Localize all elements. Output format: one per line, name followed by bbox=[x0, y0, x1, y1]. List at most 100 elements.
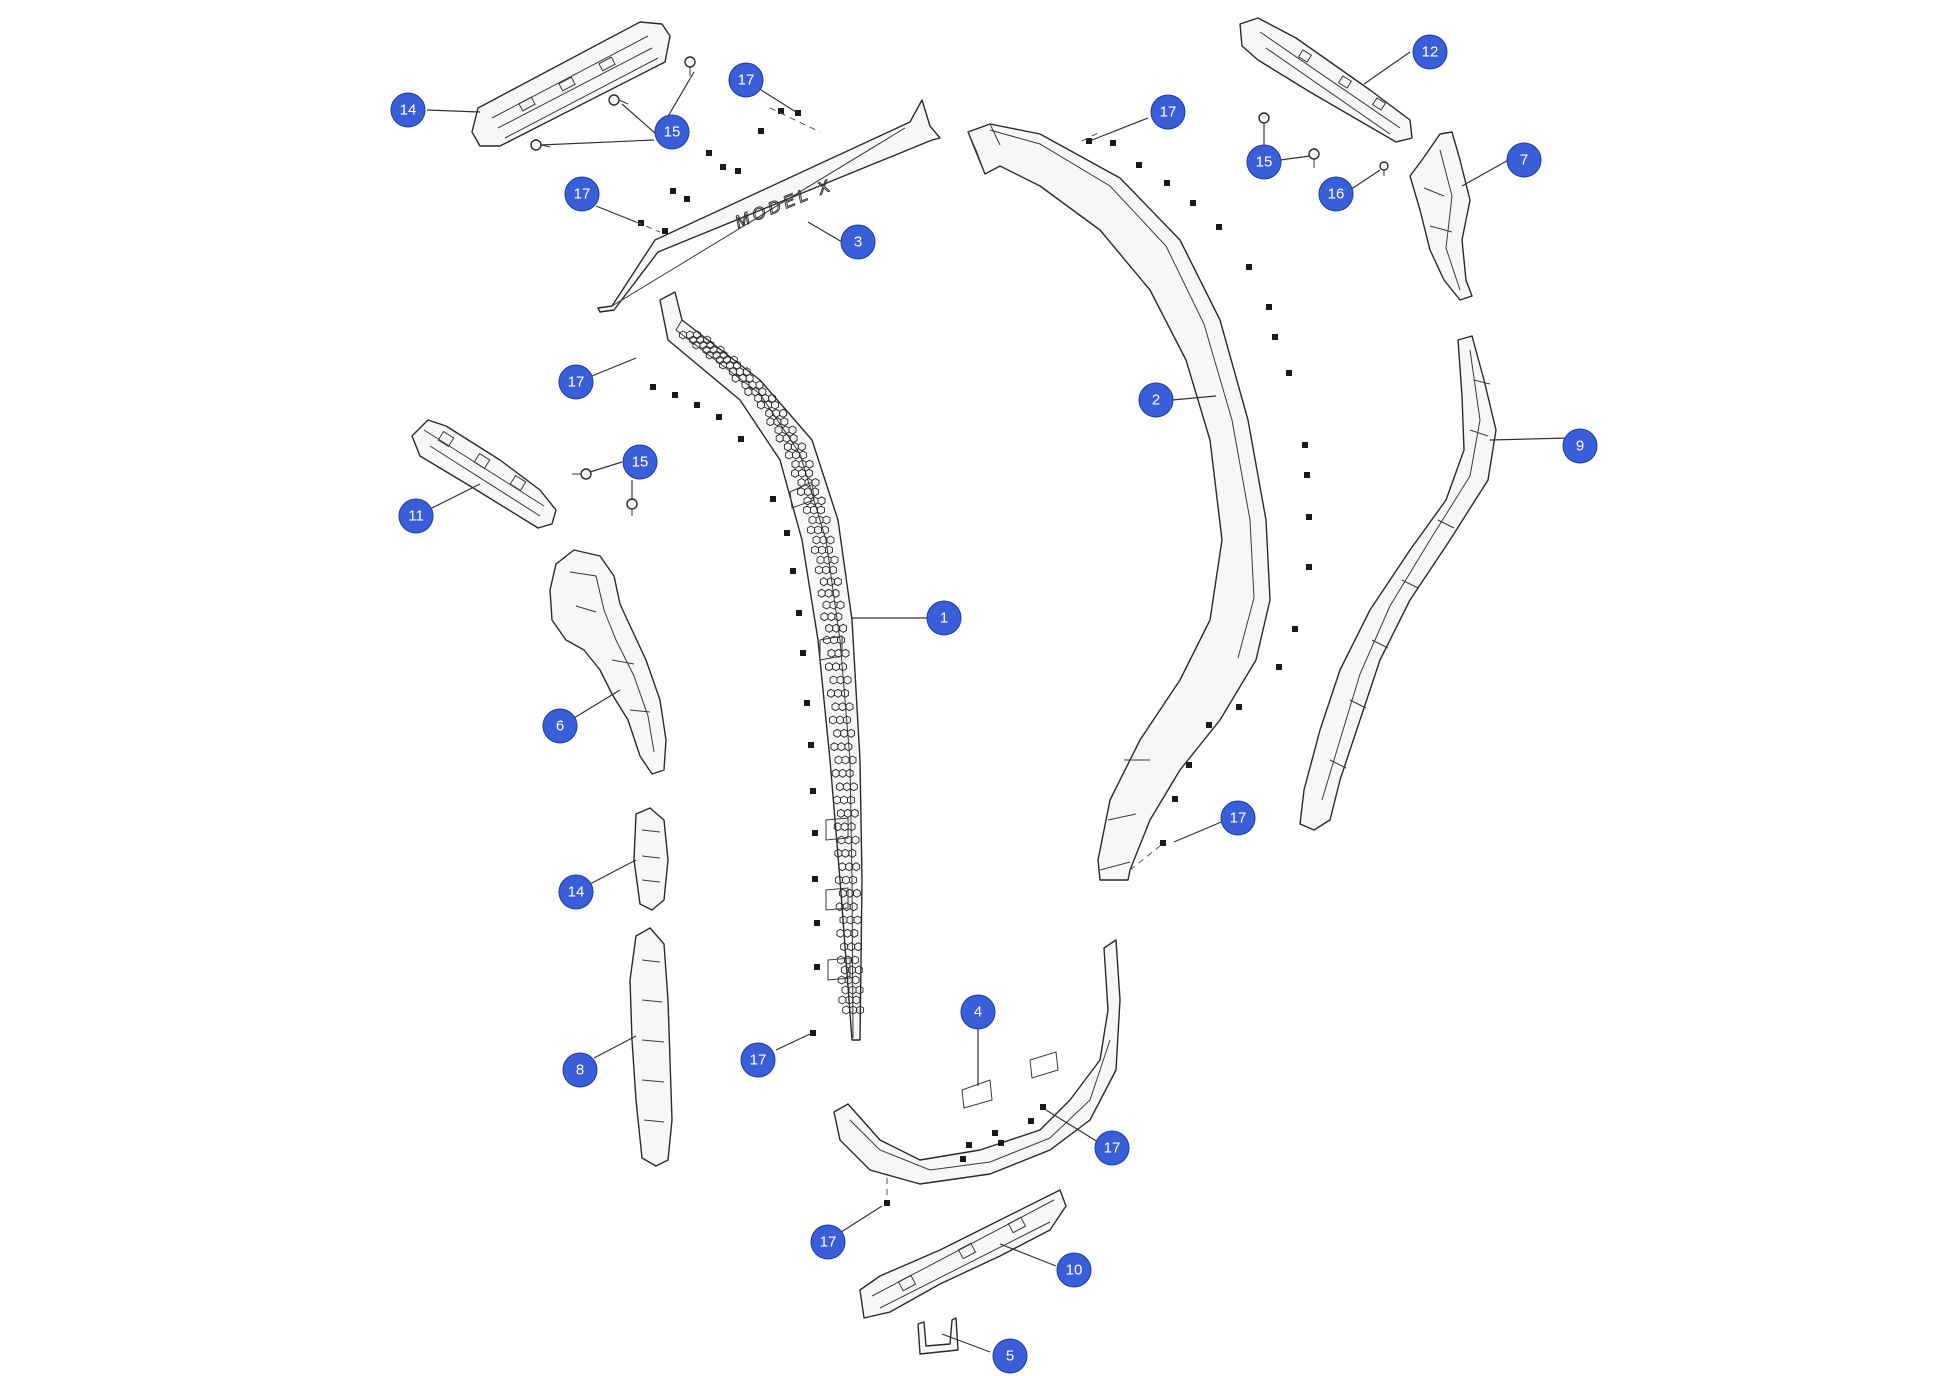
callout-4: 4 bbox=[960, 994, 996, 1030]
part-6-bracket bbox=[549, 549, 667, 775]
part-5-clip bbox=[917, 1317, 959, 1355]
grille-hex-cell bbox=[797, 442, 806, 452]
clips-17-outer bbox=[1086, 138, 1312, 846]
part-9-bracket bbox=[1299, 335, 1497, 831]
callout-17-e-label: 17 bbox=[1230, 810, 1247, 827]
grille-hex-cell bbox=[829, 565, 837, 575]
grille-hex-cell bbox=[779, 408, 788, 418]
grille-hex-cell bbox=[837, 955, 845, 965]
callout-17-a-label: 17 bbox=[738, 72, 755, 89]
grille-hex-cell bbox=[853, 915, 862, 925]
grille-hex-cell bbox=[848, 848, 857, 858]
clips-17-grille bbox=[650, 384, 820, 1036]
callout-16-label: 16 bbox=[1328, 186, 1345, 203]
grille-hex-cell bbox=[837, 975, 846, 985]
grille-hex-cell bbox=[799, 450, 807, 460]
callout-15-left: 15 bbox=[622, 444, 658, 480]
callout-6: 6 bbox=[542, 708, 578, 744]
grille-hex-cell bbox=[842, 1005, 851, 1015]
callout-10: 10 bbox=[1056, 1252, 1092, 1288]
grille-hex-cell bbox=[852, 995, 861, 1005]
callout-1: 1 bbox=[926, 600, 962, 636]
grille-hex-cell bbox=[849, 875, 857, 885]
grille-hex-cell bbox=[841, 688, 849, 698]
grille-hex-cell bbox=[851, 835, 860, 845]
callout-17-g-label: 17 bbox=[1104, 1140, 1121, 1157]
grille-hex-cell bbox=[852, 862, 861, 872]
callout-9: 9 bbox=[1562, 428, 1598, 464]
grille-hex-cell bbox=[839, 623, 848, 633]
grille-hex-cell bbox=[821, 525, 829, 535]
grille-hex-cell bbox=[817, 496, 826, 506]
callout-14-label: 14 bbox=[568, 884, 585, 901]
part-11-bracket bbox=[411, 419, 557, 529]
grille-hex-cell bbox=[837, 635, 845, 645]
callout-3-label: 3 bbox=[854, 234, 862, 251]
grille-hex-cell bbox=[848, 755, 857, 765]
clips-17-lower bbox=[884, 1104, 1046, 1206]
callout-5-label: 5 bbox=[1006, 1348, 1014, 1365]
callout-6-label: 6 bbox=[556, 718, 564, 735]
part-14-bracket bbox=[633, 807, 669, 911]
callout-15-left-label: 15 bbox=[632, 454, 649, 471]
callout-1-label: 1 bbox=[940, 610, 948, 627]
callout-17-e: 17 bbox=[1220, 800, 1256, 836]
grille-hex-cell bbox=[780, 417, 789, 427]
callout-17-a: 17 bbox=[728, 62, 764, 98]
grille-hex-cell bbox=[825, 545, 833, 555]
grille-hex-cell bbox=[843, 715, 851, 725]
grille-hex-cell bbox=[851, 955, 859, 965]
grille-hex-cell bbox=[845, 702, 854, 712]
callout-16: 16 bbox=[1318, 176, 1354, 212]
callout-14: 14 bbox=[558, 874, 594, 910]
grille-hex-cell bbox=[850, 928, 859, 938]
grille-hex-cell bbox=[830, 555, 839, 565]
grille-hex-cell bbox=[771, 400, 779, 410]
callout-17-f: 17 bbox=[740, 1042, 776, 1078]
callout-17-c-label: 17 bbox=[1160, 104, 1177, 121]
grille-hex-cell bbox=[854, 942, 863, 952]
part-1-grille-fascia bbox=[659, 291, 865, 1041]
grille-hex-cell bbox=[850, 808, 859, 818]
grille-hex-cell bbox=[836, 600, 845, 610]
callout-5: 5 bbox=[992, 1338, 1028, 1374]
fastener-15-group-top bbox=[530, 56, 696, 151]
callout-4-label: 4 bbox=[974, 1004, 982, 1021]
fastener-15-16-group-right bbox=[1258, 112, 1389, 176]
part-4-lower-trim bbox=[833, 939, 1121, 1185]
callout-2: 2 bbox=[1138, 382, 1174, 418]
grille-hex-cell bbox=[839, 662, 847, 672]
part-12-bracket bbox=[1239, 17, 1413, 143]
callout-17-g: 17 bbox=[1094, 1130, 1130, 1166]
grille-hex-cell bbox=[831, 588, 840, 598]
grille-hex-cell bbox=[844, 742, 853, 752]
part-2-outer-fascia bbox=[967, 123, 1271, 881]
callout-7-label: 7 bbox=[1520, 152, 1528, 169]
part-10-bracket bbox=[859, 1189, 1067, 1319]
fastener-15-group-left bbox=[572, 468, 638, 516]
callout-8: 8 bbox=[562, 1052, 598, 1088]
callout-15-right-label: 15 bbox=[1256, 154, 1273, 171]
grille-hex-cell bbox=[849, 782, 858, 792]
grille-hex-cell bbox=[822, 515, 831, 525]
callout-17-b: 17 bbox=[564, 176, 600, 212]
callout-3: 3 bbox=[840, 224, 876, 260]
grille-hex-cell bbox=[836, 928, 845, 938]
grille-hex-cell bbox=[805, 468, 813, 478]
grille-hex-cell bbox=[854, 965, 863, 975]
callout-11-label: 11 bbox=[408, 508, 424, 525]
callout-8-label: 8 bbox=[576, 1062, 584, 1079]
grille-hex-cell bbox=[811, 477, 820, 488]
part-13-bracket bbox=[471, 21, 671, 147]
grille-hex-cell bbox=[856, 1005, 865, 1015]
callout-17-f-label: 17 bbox=[750, 1052, 767, 1069]
callout-13-label: 14 bbox=[400, 102, 417, 119]
grille-hex-cell bbox=[847, 728, 856, 738]
grille-hex-cell bbox=[817, 505, 825, 515]
callout-7: 7 bbox=[1506, 142, 1542, 178]
grille-hex-cell bbox=[805, 459, 814, 469]
callout-15-top: 15 bbox=[654, 114, 690, 150]
part-8-bracket bbox=[629, 927, 673, 1167]
grille-hex-cell bbox=[826, 535, 835, 545]
